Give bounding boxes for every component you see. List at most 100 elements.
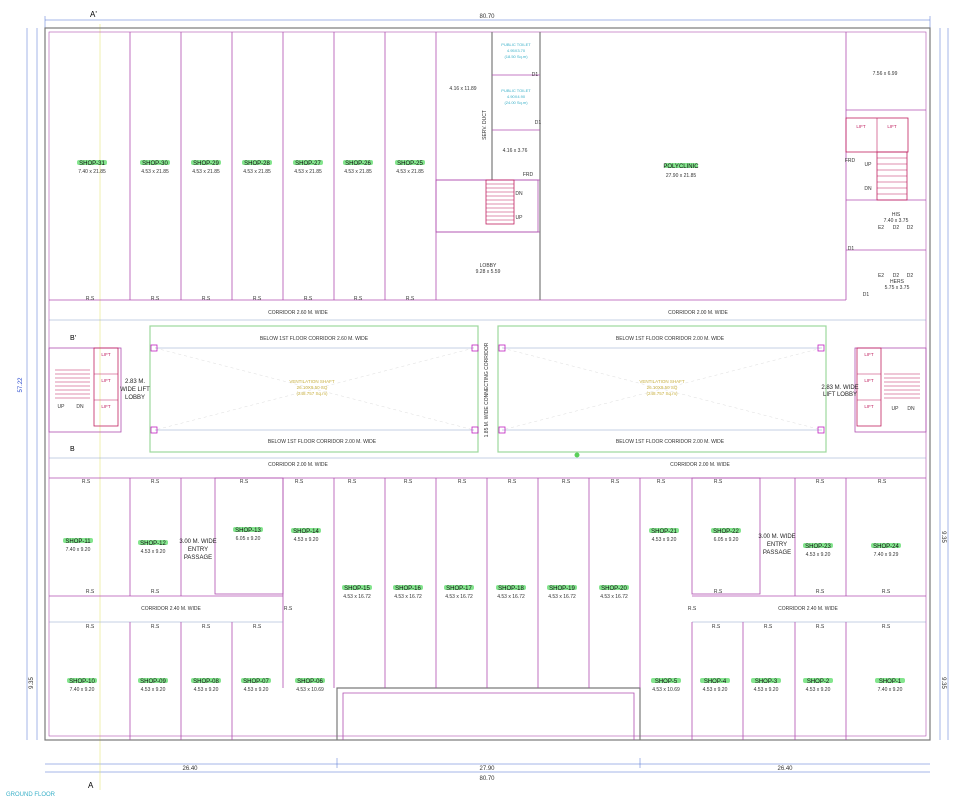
shop-highlight <box>293 160 323 165</box>
green-marker <box>574 452 580 458</box>
shop-size: 4.53 x 16.72 <box>548 594 576 600</box>
his-label: HIS <box>892 212 901 218</box>
shop-highlight <box>242 160 272 165</box>
entry-right-1: 3.00 M. WIDE <box>758 534 795 540</box>
shop-size: 4.53 x 16.72 <box>343 594 371 600</box>
shop-highlight <box>496 585 526 590</box>
shop-size: 4.53 x 9.20 <box>141 549 166 555</box>
rs-marker: R.S <box>295 479 304 485</box>
shop-name: SHOP-20 <box>601 586 627 592</box>
vent-right-line3: (248.757 Sq.m) <box>646 391 678 396</box>
rs-marker: R.S <box>404 479 413 485</box>
toilet2-line2: 4.90X4.90 <box>507 94 526 99</box>
shop-name: SHOP-25 <box>397 161 423 167</box>
rs-marker: R.S <box>86 296 95 302</box>
rs-marker: R.S <box>611 479 620 485</box>
rs-markers: R.S R.S R.S R.S R.S R.S R.S R.S R.S R.S R.S R.S R.S R… <box>82 296 891 630</box>
rs-marker: R.S <box>151 296 160 302</box>
d2-label-d: D2 <box>907 273 914 279</box>
shop-name: SHOP-17 <box>446 586 472 592</box>
shop-size: 4.53 x 9.20 <box>703 687 728 693</box>
entry-left-3: PASSAGE <box>184 555 212 561</box>
dn-label-top: DN <box>515 191 523 197</box>
shop-highlight <box>63 538 93 543</box>
shop-size: 4.53 x 16.72 <box>445 594 473 600</box>
shop-highlight <box>395 160 425 165</box>
shop-highlight <box>875 678 905 683</box>
lift-lobby-right <box>854 347 927 433</box>
shop-highlight <box>803 678 833 683</box>
e2-label-a: E2 <box>878 225 884 231</box>
rs-marker: R.S <box>151 589 160 595</box>
his-size: 7.40 x 3.75 <box>884 218 909 224</box>
lift-right-2: LIFT <box>864 378 874 383</box>
vent-right-line1: VENTILATION SHAFT <box>639 379 684 384</box>
rs-marker: R.S <box>202 296 211 302</box>
corridor-low-left: CORRIDOR 2.40 M. WIDE <box>141 606 201 612</box>
shop-highlight <box>599 585 629 590</box>
rs-marker: R.S <box>458 479 467 485</box>
rs-marker: R.S <box>688 606 697 612</box>
ventilation-shaft-right <box>497 325 827 453</box>
shop-size: 7.40 x 9.20 <box>70 687 95 693</box>
frd-label-right: FRD <box>845 158 856 164</box>
corridor-mid-right: CORRIDOR 2.00 M. WIDE <box>670 462 730 468</box>
shop-size: 4.53 x 9.20 <box>141 687 166 693</box>
d1-label-b: D1 <box>535 120 542 126</box>
shop-highlight <box>803 543 833 548</box>
shop-size: 4.53 x 9.20 <box>244 687 269 693</box>
shop-name: SHOP-23 <box>805 544 831 550</box>
shop-highlight <box>233 527 263 532</box>
frd-label-top: FRD <box>523 172 534 178</box>
shop-highlight <box>291 528 321 533</box>
shop-size: 4.53 x 21.85 <box>294 169 322 175</box>
shop-name: SHOP-09 <box>140 679 166 685</box>
shop-highlight <box>295 678 325 683</box>
shop-highlight <box>343 160 373 165</box>
lobby-size: 9.28 x 5.59 <box>476 269 501 275</box>
rs-marker: R.S <box>406 296 415 302</box>
shop-highlight <box>138 678 168 683</box>
rs-marker: R.S <box>284 606 293 612</box>
lift-lobby-left-1: 2.83 M. <box>125 379 145 385</box>
shop-name: SHOP-26 <box>345 161 371 167</box>
shop-highlight <box>241 678 271 683</box>
lift-left-2: LIFT <box>101 378 111 383</box>
corridor-top-left: CORRIDOR 2.60 M. WIDE <box>268 310 328 316</box>
shop-highlight <box>871 543 901 548</box>
shop-highlight <box>700 678 730 683</box>
polyclinic-size: 27.90 x 21.85 <box>666 173 697 179</box>
connecting-corridor: 1.85 M. WIDE CONNECTING CORRIDOR <box>484 342 490 437</box>
toilet1-line3: (18.50 Sq.m) <box>504 54 528 59</box>
hers-size: 5.75 x 3.75 <box>885 285 910 291</box>
ventilation-shaft-left <box>149 325 479 453</box>
rs-marker: R.S <box>764 624 773 630</box>
shop-size: 6.05 x 9.20 <box>236 536 261 542</box>
rs-marker: R.S <box>354 296 363 302</box>
entry-right-3: PASSAGE <box>763 550 791 556</box>
section-mark-a-top: A' <box>90 10 97 19</box>
shop-name: SHOP-22 <box>713 529 739 535</box>
rs-marker: R.S <box>714 589 723 595</box>
polyclinic-highlight <box>664 163 698 168</box>
lift-right-3: LIFT <box>864 404 874 409</box>
shop-highlight <box>140 160 170 165</box>
entry-right-2: ENTRY <box>767 542 787 548</box>
vent-left-line2: 26.10X9.50 SQ <box>297 385 328 390</box>
shop-name: SHOP-08 <box>193 679 219 685</box>
shop-size: 4.53 x 9.20 <box>294 537 319 543</box>
shop-name: SHOP-24 <box>873 544 899 550</box>
rs-marker: R.S <box>151 624 160 630</box>
e2-label-b: E2 <box>878 273 884 279</box>
shop-size: 4.53 x 21.85 <box>344 169 372 175</box>
lift-lobby-left <box>48 347 122 433</box>
rs-marker: R.S <box>86 589 95 595</box>
d2-label-a: D2 <box>893 225 900 231</box>
stair-top-center <box>435 179 539 233</box>
up-label-top: UP <box>516 215 524 221</box>
shop-size: 7.40 x 9.20 <box>66 547 91 553</box>
rs-marker: R.S <box>86 624 95 630</box>
rs-marker: R.S <box>882 589 891 595</box>
